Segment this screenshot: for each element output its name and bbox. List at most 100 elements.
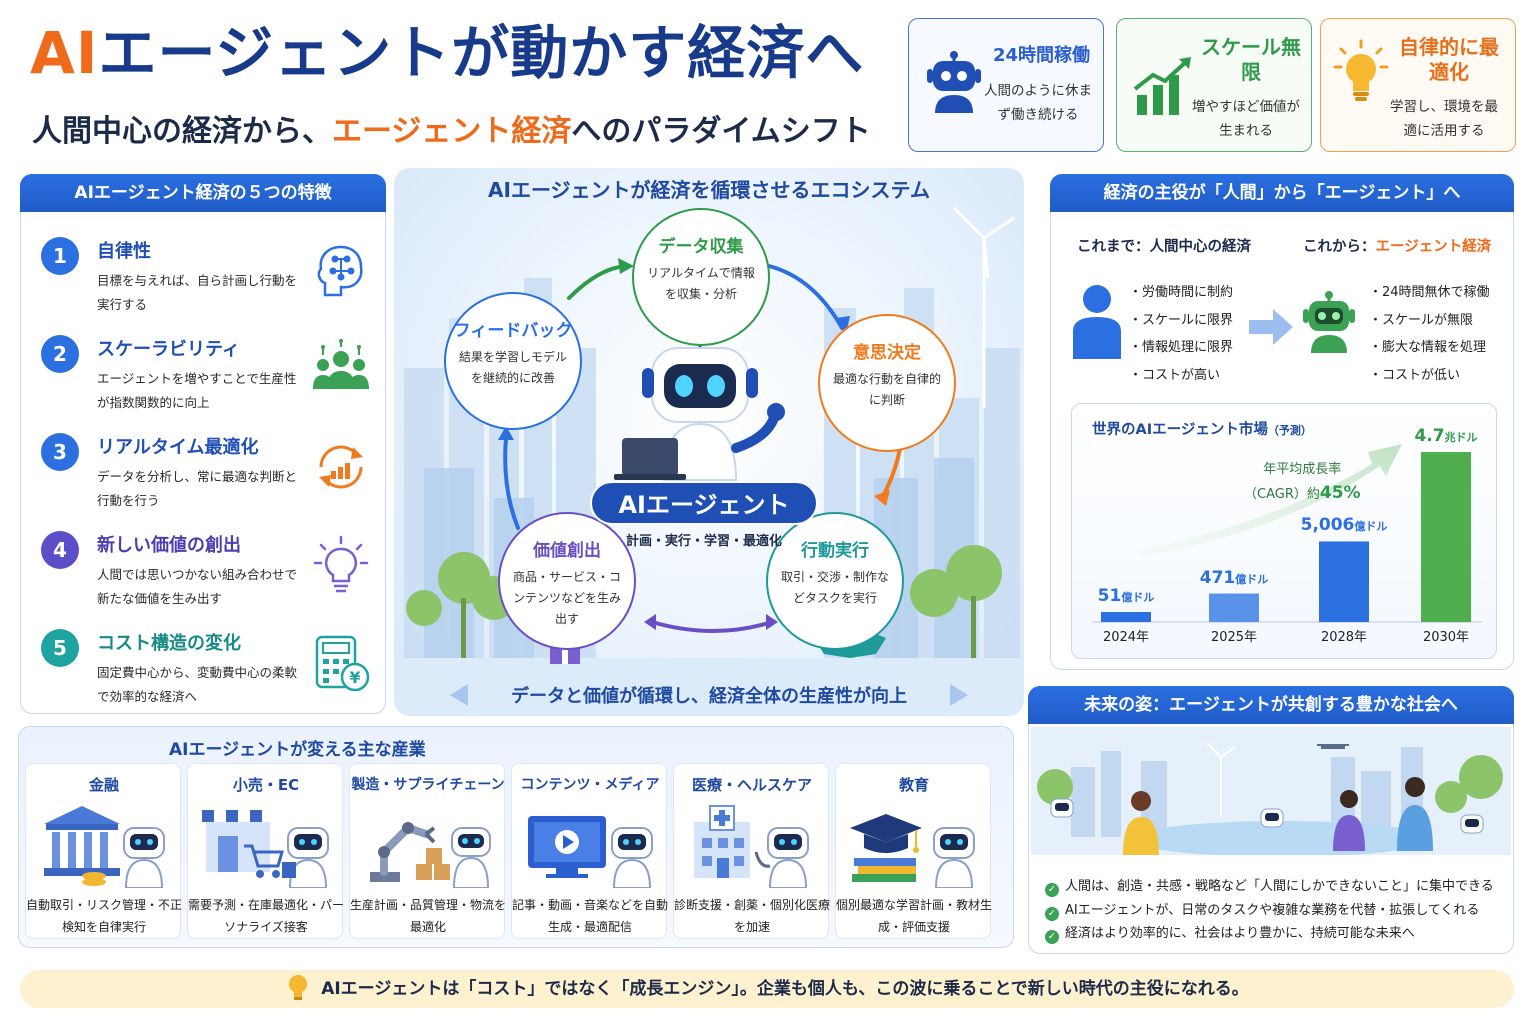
industry-name: 製造・サプライチェーン (351, 777, 505, 793)
industries-title: AIエージェントが変える主な産業 (169, 740, 426, 760)
industry-name: 金融 (88, 776, 119, 794)
future-item-text: 人間は、創造・共感・戦略など「人間にしかできないこと」に集中できる (1065, 879, 1494, 894)
traits-panel-title: AIエージェント経済の５つの特徴 (20, 174, 386, 212)
cagr-label: （CAGR）約 (1244, 487, 1320, 503)
ai-agent-subtitle: 計画・実行・学習・最適化 (625, 534, 782, 549)
feature-title: 自律的に最適化 (1399, 35, 1499, 84)
node-title: 価値創出 (533, 541, 601, 561)
idea-bulb-icon (313, 535, 369, 593)
before-item: ・スケールに限界 (1129, 312, 1234, 328)
node-desc: 取引・交渉・制作などタスクを実行 (780, 570, 889, 605)
bar-value-number: 51 (1097, 586, 1122, 606)
after-label-pre: これから： (1303, 239, 1376, 255)
ai-robot-illustration (614, 331, 785, 481)
trait-name: 自律性 (97, 241, 151, 262)
bar-value-number: 471 (1199, 567, 1236, 588)
node-title: 行動実行 (801, 541, 869, 561)
trait-number: 5 (41, 629, 79, 667)
trait-desc: データを分析し、常に最適な判断と行動を行う (97, 469, 298, 508)
trait-desc: 人間では思いつかない組み合わせで新たな価値を生み出す (97, 567, 298, 606)
bar-category-label: 2024年 (1102, 630, 1150, 645)
industry-desc: 診断支援・創薬・個別化医療を加速 (674, 898, 831, 935)
industry-desc: 需要予測・在庫最適化・パーソナライズ接客 (188, 898, 345, 935)
node-feedback: フィードバック 結果を学習しモデルを継続的に改善 (444, 292, 582, 430)
trait-name: リアルタイム最適化 (97, 437, 259, 458)
bar-value-label: 5,006億ドル (1284, 515, 1404, 535)
after-item: ・24時間無休で稼働 (1369, 285, 1490, 300)
trait-item: 4 新しい価値の創出 人間では思いつかない組み合わせで新たな価値を生み出す (41, 527, 381, 617)
feature-desc: 人間のように休まず働き続ける (984, 83, 1092, 124)
ecosystem-diagram: AIエージェントが経済を循環させるエコシステム データ収集 リアルタイムで情報を… (394, 168, 1024, 716)
feature-card-scale: スケール無限 増やすほど価値が生まれる (1116, 18, 1312, 152)
cagr-annotation: 年平均成長率 （CAGR）約45% (1244, 460, 1361, 506)
brain-circuit-icon (317, 245, 363, 297)
arrow-right-icon (1249, 309, 1293, 345)
trait-name: コスト構造の変化 (97, 633, 241, 654)
bar-4 (1421, 452, 1471, 622)
bar-value-unit: 億ドル (1121, 591, 1155, 604)
before-item: ・情報処理に限界 (1129, 340, 1234, 355)
check-icon: ✓ (1045, 883, 1059, 897)
bar-value-label: 4.7兆ドル (1386, 426, 1506, 446)
market-bar-chart (1092, 444, 1482, 623)
industry-card-manufacturing: 製造・サプライチェーン 生産計画・品質管理・物流を最適化 (349, 763, 507, 939)
future-panel: 未来の姿：エージェントが共創する豊かな社会へ ✓人間は、創造・共感・戦略など「人… (1028, 686, 1514, 954)
lightbulb-icon (289, 975, 308, 1000)
page-subtitle: 人間中心の経済から、エージェント経済へのパラダイムシフト (32, 106, 871, 150)
trait-name: 新しい価値の創出 (97, 535, 241, 556)
person-icon (1073, 285, 1121, 359)
industry-card-finance: 金融 自動取引・リスク管理・不正検知を自律実行 (25, 763, 182, 939)
industry-desc: 生産計画・品質管理・物流を最適化 (350, 898, 507, 935)
industry-desc: 個別最適な学習計画・教材生成・評価支援 (836, 898, 993, 935)
footer-text: AIエージェントは「コスト」ではなく「成長エンジン」。企業も個人も、この波に乗る… (321, 979, 1249, 999)
trait-name: スケーラビリティ (97, 339, 240, 360)
trait-number: 2 (41, 335, 79, 373)
trait-number: 3 (41, 433, 79, 471)
graduation-cap-icon (850, 814, 975, 888)
double-arrow-icon (450, 684, 968, 706)
node-desc: リアルタイムで情報を収集・分析 (647, 266, 755, 301)
market-chart: 世界のAIエージェント市場（予測） 年平均成長率 （CAGR）約45% 51億ド… (1071, 403, 1497, 659)
feature-title: 24時間稼働 (993, 45, 1091, 66)
subtitle-pre: 人間中心の経済から、 (32, 114, 332, 149)
after-label-highlight: エージェント経済 (1375, 239, 1492, 255)
chart-title: 世界のAIエージェント市場（予測） (1092, 418, 1312, 439)
feature-desc: 学習し、環境を最適に活用する (1390, 99, 1498, 140)
ai-agent-banner: AIエージェント (590, 481, 818, 525)
before-item: ・労働時間に制約 (1129, 285, 1234, 300)
cycle-chart-icon (319, 445, 363, 489)
future-item: ✓ 人間は、創造・共感・戦略など「人間にしかできないこと」に集中できる (1045, 875, 1494, 899)
bar-value-unit: 兆ドル (1444, 431, 1478, 444)
industry-card-retail: 小売・EC 需要予測・在庫最適化・パーソナライズ接客 (187, 763, 345, 939)
bar-1 (1101, 612, 1151, 622)
calculator-yen-icon: ¥ (315, 635, 370, 692)
future-society-illustration (1031, 727, 1511, 855)
chart-title-text: 世界のAIエージェント市場 (1092, 422, 1268, 438)
trait-number: 4 (41, 531, 79, 569)
trait-desc: 目標を与えれば、自ら計画し行動を実行する (97, 273, 298, 312)
trait-item: 5 コスト構造の変化 固定費中心から、変動費中心の柔軟で効率的な経済へ ¥ (41, 625, 381, 715)
video-screen-icon (528, 816, 653, 888)
before-label: これまで：人間中心の経済 (1077, 239, 1251, 255)
robot-icon (1303, 291, 1355, 353)
after-item: ・コストが低い (1369, 367, 1461, 383)
after-label: これから：エージェント経済 (1303, 235, 1491, 256)
feature-card-optimize: 自律的に最適化 学習し、環境を最適に活用する (1320, 18, 1516, 152)
node-title: フィードバック (453, 321, 573, 341)
future-item-text: AIエージェントが、日常のタスクや複雑な業務を代替・拡張してくれる (1065, 902, 1480, 918)
bar-category-label: 2030年 (1422, 630, 1470, 645)
bar-2 (1209, 593, 1259, 622)
future-item: ✓経済はより効率的に、社会はより豊かに、持続可能な未来へ (1045, 922, 1494, 946)
robot-icon (927, 51, 981, 113)
subtitle-highlight: エージェント経済 (332, 114, 572, 149)
future-list: ✓ 人間は、創造・共感・戦略など「人間にしかできないこと」に集中できる ✓ AIエー… (1045, 875, 1494, 946)
bank-icon (44, 806, 165, 888)
cagr-value: 45% (1319, 483, 1361, 504)
industry-card-healthcare: 医療・ヘルスケア 診断支援・創薬・個別化医療を加速 (673, 763, 831, 939)
cagr-line1: 年平均成長率 (1263, 462, 1342, 477)
trait-desc: エージェントを増やすことで生産性が指数関数的に向上 (97, 371, 297, 410)
bar-value-label: 471億ドル (1174, 568, 1294, 588)
store-cart-icon (202, 810, 329, 888)
trait-item: 2 スケーラビリティ エージェントを増やすことで生産性が指数関数的に向上 (41, 331, 381, 421)
subtitle-post: へのパラダイムシフト (571, 114, 871, 149)
